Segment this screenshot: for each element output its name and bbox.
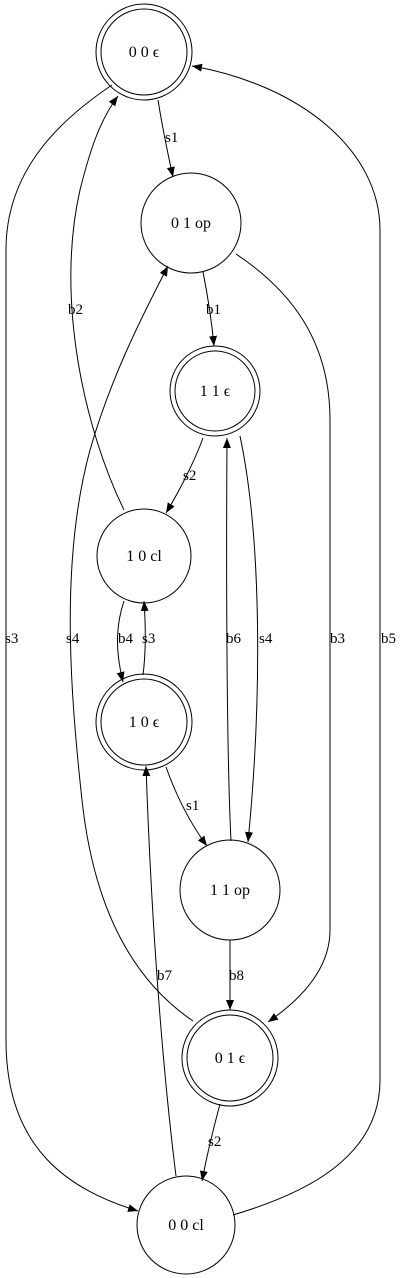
node-01-epsilon: 0 1 ϵ (181, 1009, 279, 1107)
node-11-op: 1 1 op (179, 839, 281, 941)
edge-s1-top: s1 (157, 99, 178, 178)
edge-s2-mid: s2 (165, 437, 204, 514)
edge-b5: b5 (191, 63, 396, 1216)
node-01-op: 0 1 op (140, 172, 242, 274)
edge-label-s4-left: s4 (66, 631, 80, 647)
edge-s3-left: s3 (5, 84, 139, 1212)
node-label-00-epsilon: 0 0 ϵ (129, 44, 160, 61)
edge-b4: b4 (116, 600, 134, 683)
edge-label-s2-mid: s2 (183, 468, 196, 484)
node-label-00-cl: 0 0 cl (168, 1217, 204, 1234)
edge-s2-low: s2 (199, 1103, 221, 1182)
edge-b3: b3 (235, 253, 345, 1023)
edge-b6: b6 (222, 437, 242, 842)
node-00-epsilon: 0 0 ϵ (95, 3, 193, 101)
edges: s1 b1 s2 b2 b4 s3 s1 (5, 63, 396, 1216)
node-label-01-op: 0 1 op (171, 215, 211, 232)
edge-label-b8: b8 (229, 968, 244, 984)
edge-label-b7: b7 (157, 968, 173, 984)
node-11-epsilon: 1 1 ϵ (169, 345, 261, 437)
edge-label-s2-low: s2 (208, 1134, 221, 1150)
edge-s1-low: s1 (165, 766, 208, 847)
edge-b2: b2 (68, 95, 125, 511)
edge-label-s3-left: s3 (5, 631, 18, 647)
node-10-cl: 1 0 cl (96, 508, 192, 604)
edge-label-b2: b2 (68, 302, 83, 318)
edge-b1: b1 (202, 271, 221, 347)
edge-label-b6: b6 (226, 631, 242, 647)
edge-label-s3-mid: s3 (142, 631, 155, 647)
edge-label-s4-right: s4 (259, 631, 273, 647)
node-label-11-epsilon: 1 1 ϵ (200, 383, 231, 400)
node-label-11-op: 1 1 op (210, 882, 250, 899)
edge-label-s1-low: s1 (186, 798, 199, 814)
edge-label-b4: b4 (118, 631, 134, 647)
edge-s3-mid: s3 (140, 600, 155, 676)
node-label-10-cl: 1 0 cl (126, 548, 162, 565)
edge-label-s1-top: s1 (165, 130, 178, 146)
edge-label-b3: b3 (330, 631, 345, 647)
node-label-10-epsilon: 1 0 ϵ (129, 714, 160, 731)
edge-s4-right: s4 (239, 435, 273, 843)
edge-label-b5: b5 (381, 631, 396, 647)
node-10-epsilon: 1 0 ϵ (95, 673, 193, 771)
edge-label-b1: b1 (206, 302, 221, 318)
node-label-01-epsilon: 0 1 ϵ (215, 1050, 246, 1067)
nodes: 0 0 ϵ 0 1 op 1 1 ϵ 1 0 cl 1 0 ϵ 1 1 op (95, 3, 281, 1275)
edge-b8: b8 (226, 939, 244, 1010)
node-00-cl: 0 0 cl (136, 1175, 236, 1275)
edge-s4-left: s4 (66, 265, 194, 1022)
edge-b7: b7 (142, 765, 177, 1177)
